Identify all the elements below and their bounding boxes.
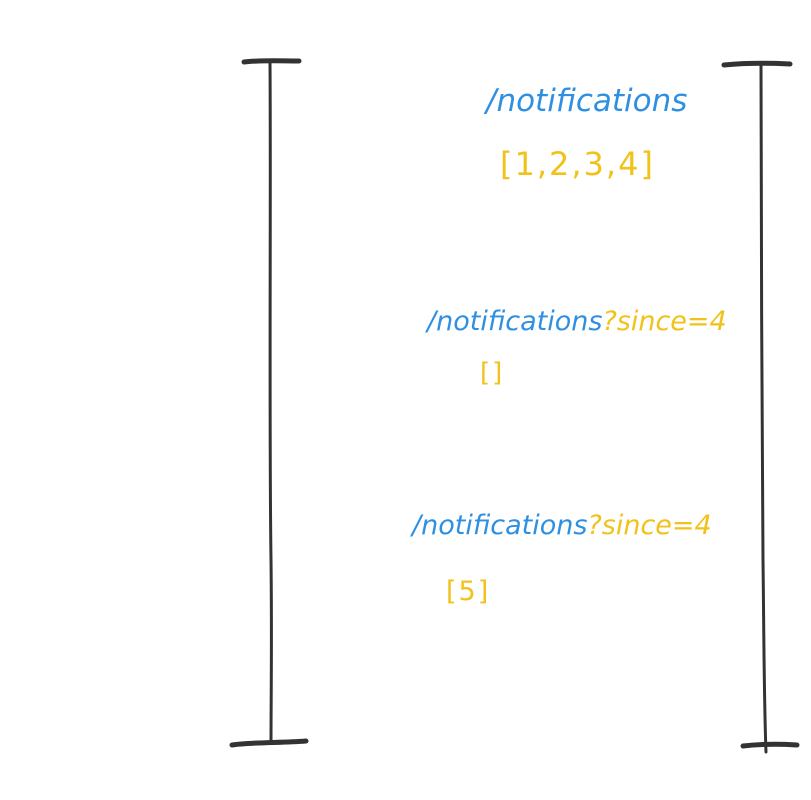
client-lifeline — [268, 60, 273, 744]
request-label-3: /notifications?since=4 — [412, 512, 712, 539]
server-lifeline-bottom-cap — [740, 741, 800, 749]
request-label-1: /notifications — [486, 86, 687, 117]
request-path-2: /notifications — [427, 306, 603, 337]
request-query-3: ?since=4 — [587, 510, 712, 541]
response-label-2: [] — [480, 358, 505, 388]
client-lifeline-bottom-cap — [229, 738, 309, 748]
request-query-2: ?since=4 — [602, 306, 727, 337]
request-path-3: /notifications — [412, 510, 588, 541]
client-lifeline-top-cap — [241, 58, 302, 65]
response-label-3: [5] — [446, 576, 491, 607]
server-lifeline — [759, 61, 768, 754]
response-label-1: [1,2,3,4] — [500, 145, 655, 183]
server-lifeline-top-cap — [721, 60, 793, 68]
request-path-1: /notifications — [486, 83, 688, 119]
request-label-2: /notifications?since=4 — [427, 308, 727, 335]
